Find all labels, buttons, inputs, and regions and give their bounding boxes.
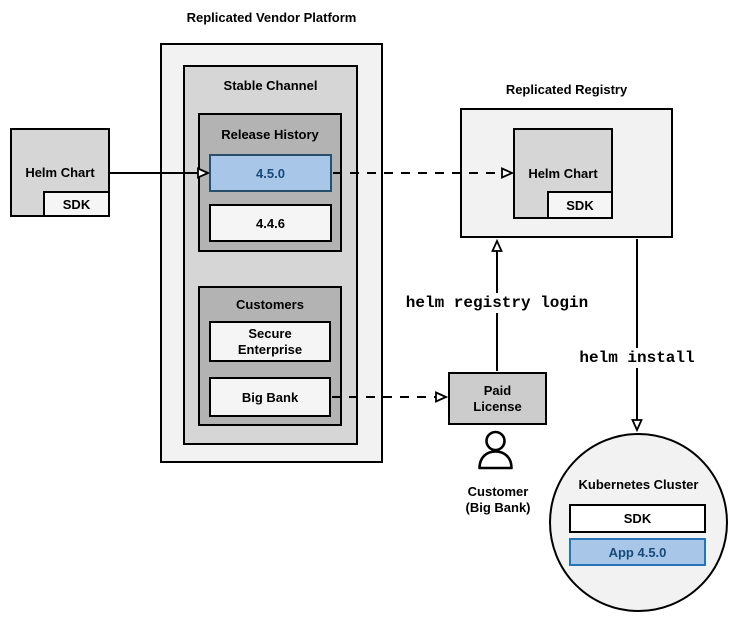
customer-item-secure-enterprise: Secure Enterprise [209,321,331,362]
customer-icon-head [485,430,506,452]
release-item-446: 4.4.6 [209,204,332,242]
registry-helm-chart-label: Helm Chart [528,166,598,181]
stable-channel-title: Stable Channel [223,78,318,93]
release-history-title: Release History [221,127,319,142]
registry-box: Helm Chart SDK [460,108,673,238]
kubernetes-cluster-circle: Kubernetes Cluster SDK App 4.5.0 [549,433,728,612]
helm-chart-source-sdk-box: SDK [43,191,110,217]
customers-title: Customers [236,297,304,312]
customer-item-big-bank: Big Bank [209,377,331,417]
customer-icon [478,430,513,470]
paid-license-label: Paid License [473,382,522,414]
cluster-app-box: App 4.5.0 [569,538,706,566]
release-item-450: 4.5.0 [209,154,332,192]
cluster-sdk-box: SDK [569,504,706,533]
helm-chart-source-box: Helm Chart SDK [10,128,110,217]
vendor-platform-title: Replicated Vendor Platform [186,10,357,25]
registry-sdk-box: SDK [547,191,613,219]
customer-icon-body [478,450,513,470]
release-history-box: Release History 4.5.0 4.4.6 [198,113,342,252]
vendor-platform-box: Stable Channel Release History 4.5.0 4.4… [160,43,383,463]
customer-caption: Customer (Big Bank) [465,484,531,515]
stable-channel-box: Stable Channel Release History 4.5.0 4.4… [183,65,358,445]
helm-chart-source-label: Helm Chart [25,165,95,180]
kubernetes-cluster-title: Kubernetes Cluster [578,477,699,492]
customers-box: Customers Secure Enterprise Big Bank [198,286,342,426]
command-helm-install: helm install [576,348,698,368]
command-registry-login: helm registry login [402,293,592,313]
paid-license-box: Paid License [448,372,547,425]
registry-title: Replicated Registry [505,82,628,97]
customer-item-label: Secure Enterprise [237,325,303,357]
registry-helm-chart-box: Helm Chart SDK [513,128,613,219]
